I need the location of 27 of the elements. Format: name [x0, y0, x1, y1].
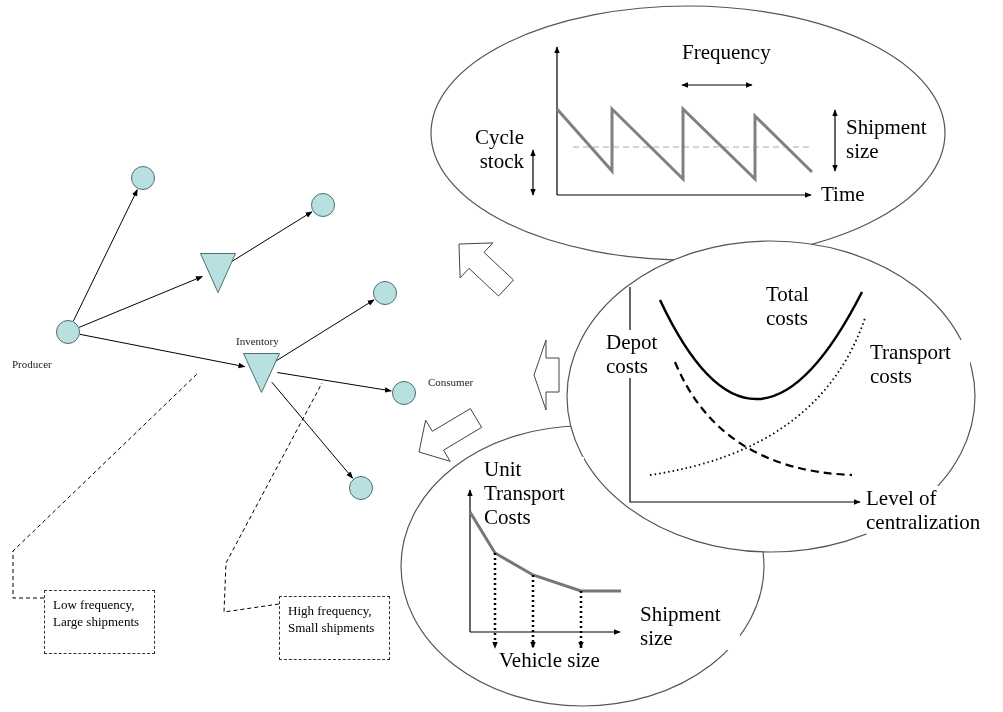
node-label: Inventory [236, 335, 279, 347]
inventory-triangle [243, 353, 280, 393]
note-text: Low frequency, Large shipments [53, 597, 141, 631]
note-box [44, 590, 155, 654]
location-circle [392, 381, 416, 405]
arrow [79, 333, 246, 369]
block-arrow [418, 408, 483, 462]
node-label: Consumer [428, 376, 474, 388]
leader-line [12, 372, 199, 599]
block-arrow [458, 242, 514, 297]
note-box [279, 596, 390, 660]
arrow [231, 211, 313, 263]
location-circle [131, 166, 155, 190]
node-label: Producer [12, 358, 52, 370]
note-text: High frequency, Small shipments [288, 603, 376, 637]
arrow [78, 276, 203, 328]
arrow [271, 381, 354, 479]
block-arrow [533, 339, 560, 411]
location-circle [311, 193, 335, 217]
arrow [276, 372, 392, 393]
location-circle [56, 320, 80, 344]
ellipse-bubble [400, 425, 765, 707]
inventory-triangle [200, 253, 236, 293]
arrow [72, 189, 138, 322]
location-circle [373, 281, 397, 305]
location-circle [349, 476, 373, 500]
ellipse-bubble [430, 5, 946, 261]
